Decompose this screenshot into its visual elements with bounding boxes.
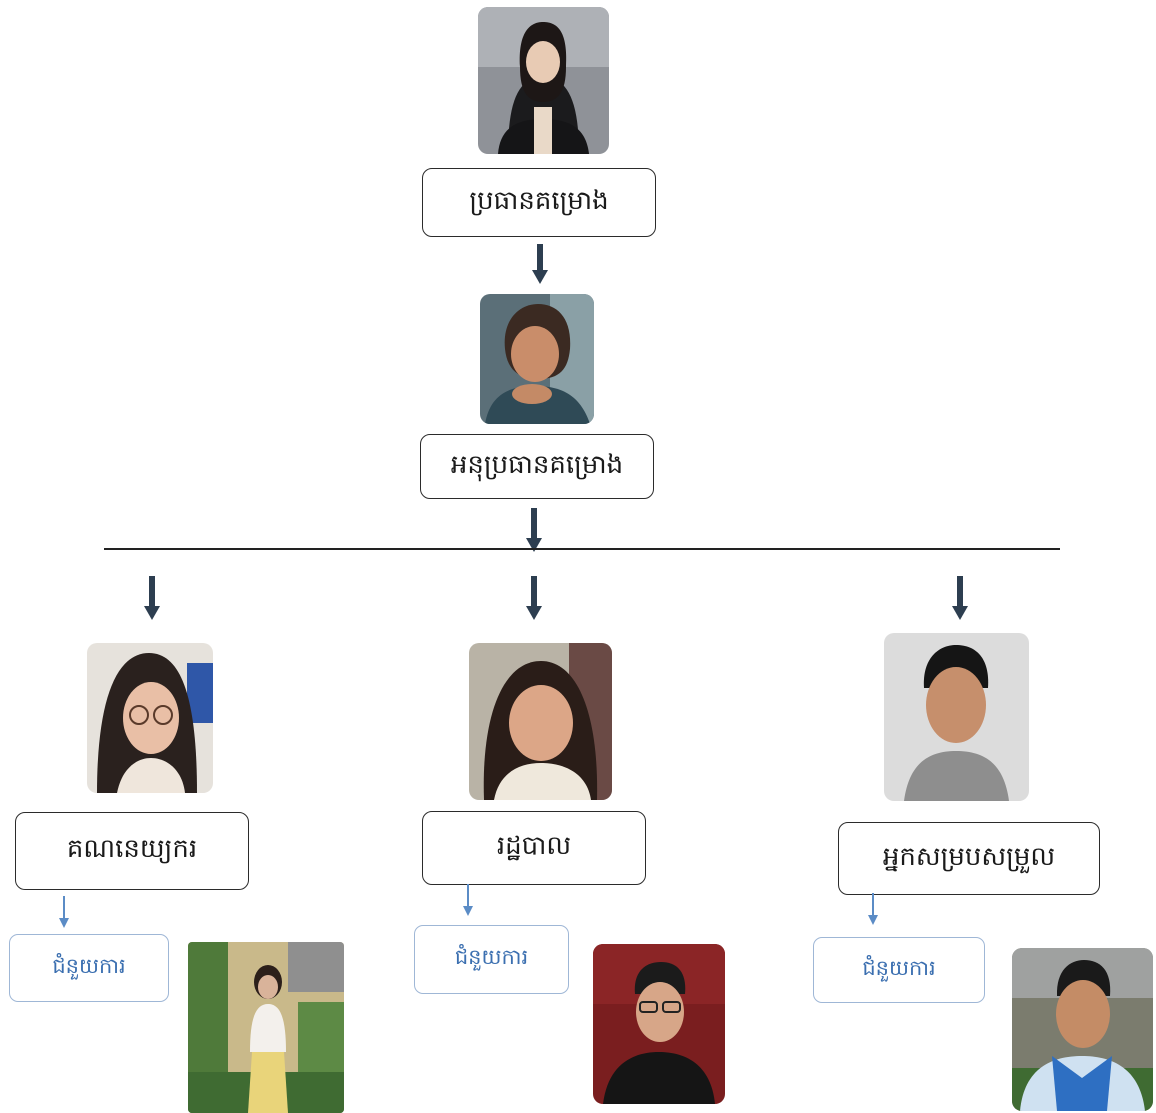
coordinator-photo [884,633,1029,801]
admin-assistant-photo [593,944,725,1104]
accountant-assistant-arrow [58,896,70,928]
deputy-to-line-arrow [526,508,542,552]
admin-assistant-box: ជំនួយការ [414,925,569,994]
accountant-role-label: គណនេយ្យករ [66,834,198,864]
admin-role-box: រដ្ឋបាល [422,811,646,885]
lead-to-deputy-arrow [532,244,548,284]
lead-role-box: ប្រធានគម្រោង [422,168,656,237]
deputy-role-label: អនុប្រធានគម្រោង [450,449,624,480]
admin-assistant-arrow [462,884,474,916]
admin-assistant-label: ជំនួយការ [454,945,529,969]
accountant-assistant-box: ជំនួយការ [9,934,169,1002]
deputy-role-box: អនុប្រធានគម្រោង [420,434,654,499]
branch-connector-line [104,548,1060,551]
accountant-role-box: គណនេយ្យករ [15,812,249,890]
deputy-photo [480,294,594,424]
lead-role-label: ប្រធានគម្រោង [469,185,609,216]
coordinator-assistant-photo [1012,948,1153,1111]
branch-arrow-accountant [144,576,160,620]
admin-role-label: រដ្ឋបាល [496,831,572,861]
branch-arrow-admin [526,576,542,620]
branch-arrow-coordinator [952,576,968,620]
accountant-assistant-label: ជំនួយការ [52,953,126,978]
coordinator-role-label: អ្នកសម្របសម្រួល [882,841,1056,872]
coordinator-assistant-box: ជំនួយការ [813,937,985,1003]
admin-photo [469,643,612,800]
accountant-photo [87,643,213,793]
coordinator-role-box: អ្នកសម្របសម្រួល [838,822,1100,895]
coordinator-assistant-label: ជំនួយការ [862,955,936,980]
lead-photo [478,7,609,154]
coordinator-assistant-arrow [867,893,879,925]
accountant-assistant-photo [188,942,344,1113]
